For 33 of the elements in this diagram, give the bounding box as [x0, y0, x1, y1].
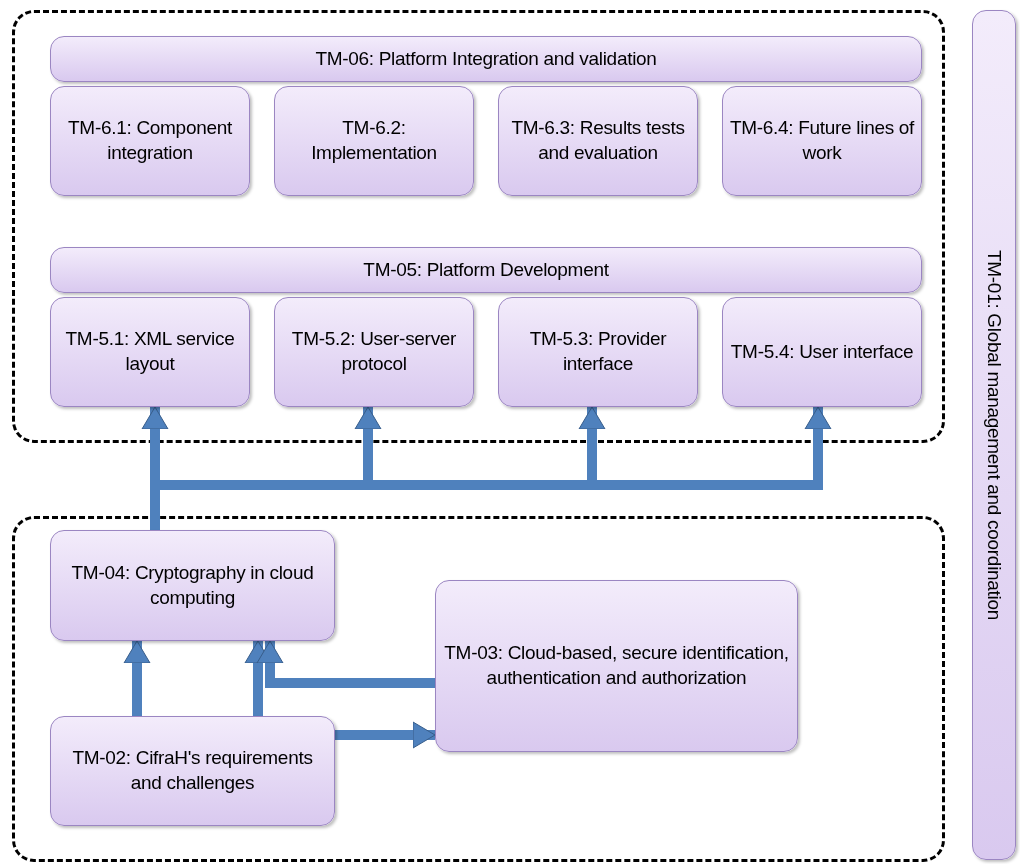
node-text: TM-06: Platform Integration and validation: [314, 46, 658, 71]
node-text: TM-6.4: Future lines of work: [728, 116, 916, 165]
process-box: [274, 86, 474, 196]
process-box: [722, 86, 922, 196]
dashed-frame: [12, 10, 945, 443]
node-text: TM-5.3: Provider interface: [528, 327, 668, 376]
process-box: [50, 247, 922, 293]
dashed-frame: [12, 516, 945, 862]
node-text: TM-04: Cryptography in cloud computing: [70, 560, 315, 610]
node-text: TM-03: Cloud-based, secure identification, authentication and authorization: [443, 641, 790, 690]
node-text: TM-05: Platform Development: [362, 257, 610, 282]
process-box: [274, 297, 474, 407]
process-box: [50, 716, 335, 826]
process-box: [972, 10, 1016, 860]
node-text: TM-5.4: User interface: [729, 339, 915, 364]
node-text: TM-01: Global management and coordination: [983, 250, 1007, 620]
process-box: [498, 297, 698, 407]
process-box: [498, 86, 698, 196]
node-text: TM-02: CifraH's requirements and challenges: [71, 746, 314, 795]
process-box: [722, 297, 922, 407]
arrow: [256, 640, 435, 688]
process-box: [50, 36, 922, 82]
process-box: [435, 580, 798, 752]
node-text: TM-6.1: Component integration: [67, 116, 233, 165]
node-text: TM-5.2: User-server protocol: [290, 327, 458, 376]
arrow: [335, 721, 436, 749]
node-text: TM-6.2: Implementation: [310, 116, 438, 165]
arrow: [123, 640, 151, 716]
node-text: TM-6.3: Results tests and evaluation: [510, 116, 686, 165]
process-box: [50, 530, 335, 641]
process-box: [50, 297, 250, 407]
process-box: [50, 86, 250, 196]
node-text: TM-5.1: XML service layout: [64, 327, 236, 376]
